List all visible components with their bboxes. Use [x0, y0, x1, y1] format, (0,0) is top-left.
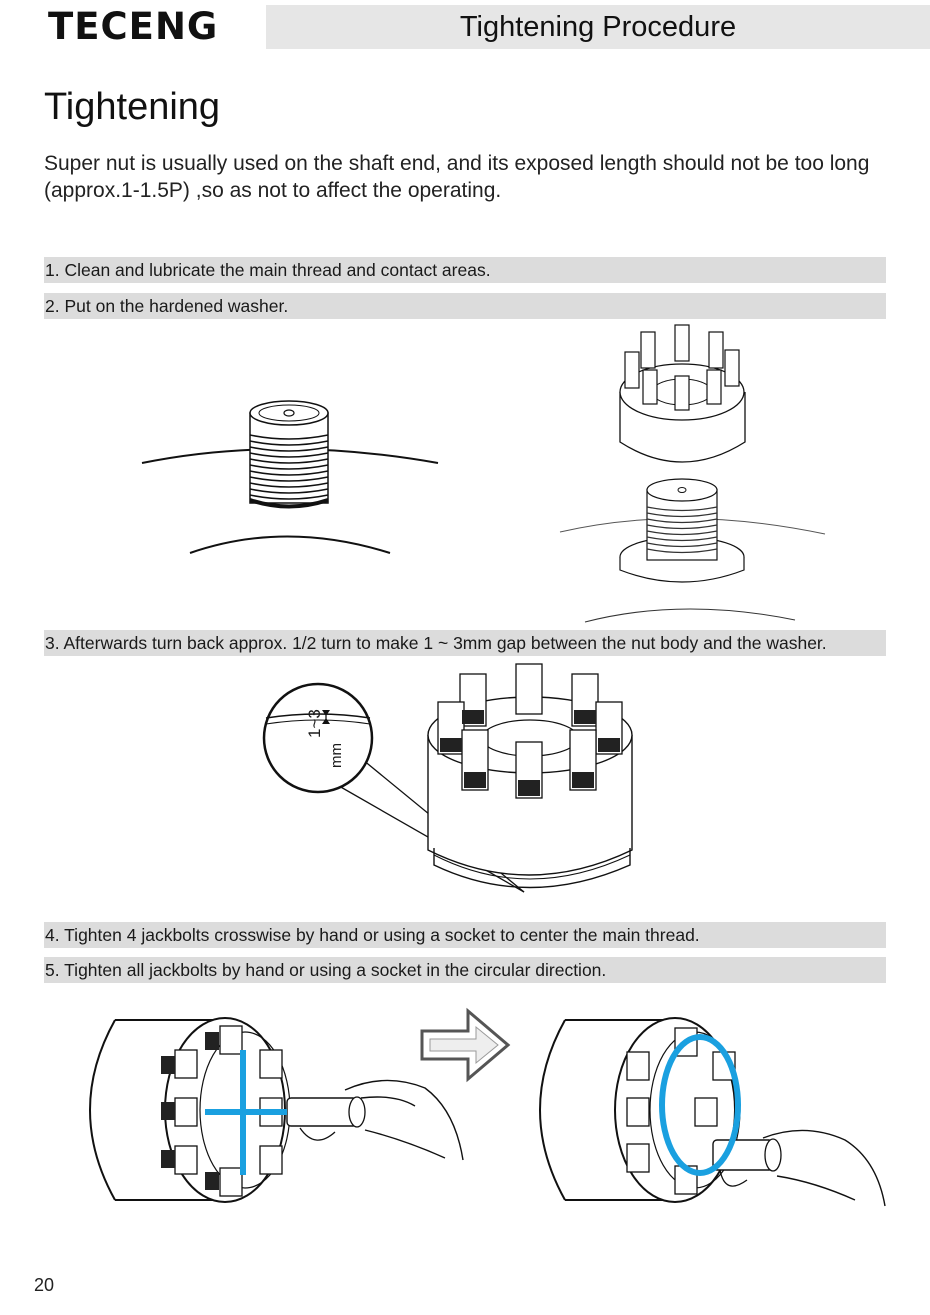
- crosswise-tightening-illustration: [65, 1010, 465, 1210]
- next-step-arrow-icon: [418, 1005, 513, 1085]
- brand-logo: TECENG: [48, 5, 219, 48]
- step-2: 2. Put on the hardened washer.: [44, 293, 886, 319]
- section-title: Tightening: [44, 86, 221, 128]
- shaft-end-illustration: [130, 395, 450, 565]
- gap-value-label: 1~3: [305, 709, 324, 738]
- page-number: 20: [34, 1275, 55, 1295]
- step-1: 1. Clean and lubricate the main thread a…: [44, 257, 886, 283]
- step-3: 3. Afterwards turn back approx. 1/2 turn…: [44, 630, 886, 656]
- gap-callout-illustration: 1~3 mm: [262, 660, 642, 910]
- circular-tightening-illustration: [515, 1010, 895, 1210]
- nut-above-shaft-illustration: [535, 322, 835, 627]
- header-title: Tightening Procedure: [459, 11, 737, 43]
- step-4: 4. Tighten 4 jackbolts crosswise by hand…: [44, 922, 886, 948]
- intro-paragraph: Super nut is usually used on the shaft e…: [44, 152, 870, 202]
- step-5: 5. Tighten all jackbolts by hand or usin…: [44, 957, 886, 983]
- gap-unit-label: mm: [328, 743, 345, 768]
- header-bar: Tightening Procedure: [266, 5, 930, 49]
